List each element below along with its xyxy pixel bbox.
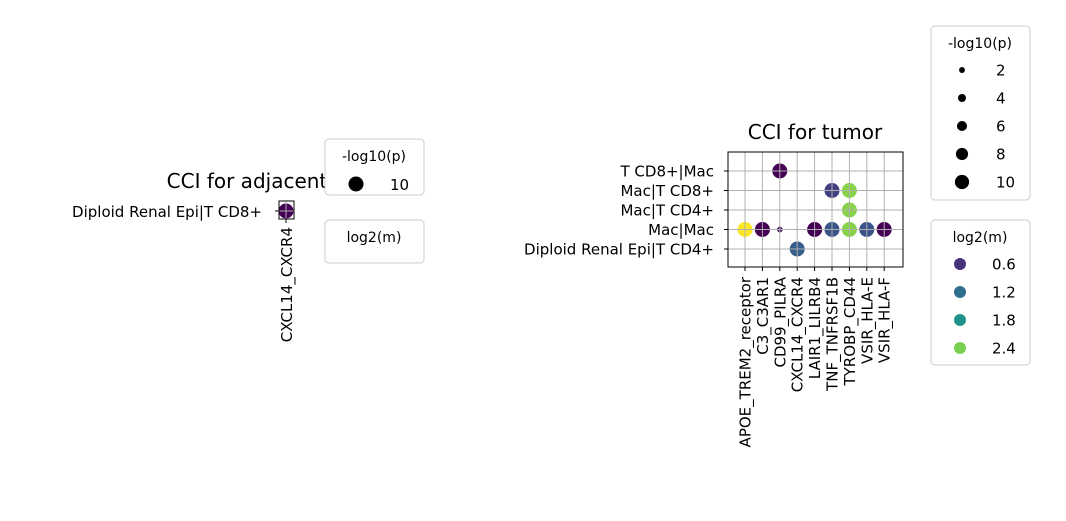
legend-title: log2(m): [953, 230, 1008, 246]
x-tick-label: CD99_PILRA: [771, 276, 790, 367]
legend-color-marker: [954, 286, 966, 298]
data-point: [807, 222, 823, 237]
legend-entry-label: 6: [996, 118, 1006, 136]
legend-entry-label: 1.8: [992, 312, 1016, 330]
legend-entry-label: 10: [996, 174, 1015, 192]
legend-frame: [930, 219, 1031, 366]
x-tick-label: CXCL14_CXCR4: [789, 277, 808, 392]
x-tick-label: VSIR_HLA-E: [858, 277, 877, 364]
legend-frame: [324, 219, 425, 264]
data-point: [841, 202, 857, 218]
points-layer: [278, 203, 294, 219]
legend-color-marker: [954, 314, 966, 326]
data-point: [859, 222, 875, 237]
grid: [728, 152, 903, 267]
color-legend: log2(m) 0.6 1.2 1.8 2.4: [930, 219, 1031, 366]
data-point: [841, 222, 857, 237]
legend-size-marker: [956, 120, 968, 132]
legend-entry-label: 2.4: [992, 340, 1016, 358]
data-point: [824, 183, 840, 198]
data-point: [824, 222, 840, 237]
legend-color-marker: [954, 342, 966, 354]
data-point: [772, 163, 788, 179]
data-point: [278, 203, 294, 219]
size-legend: -log10(p) 2 4 6 8 10: [930, 25, 1031, 201]
x-tick-label: CXCL14_CXCR4: [278, 227, 297, 342]
legend-color-marker: [954, 258, 966, 270]
data-point: [876, 222, 892, 237]
data-point: [789, 241, 805, 257]
legend-title: log2(m): [347, 230, 402, 246]
data-point: [754, 222, 770, 237]
legend-size-marker: [955, 147, 969, 161]
legend-title: -log10(p): [342, 149, 406, 165]
y-tick-label: Diploid Renal Epi|T CD4+: [524, 241, 714, 259]
data-point: [776, 226, 783, 233]
x-tick-label: VSIR_HLA-F: [876, 277, 895, 363]
y-tick-label: Mac|T CD4+: [620, 202, 714, 220]
legend-frame: [930, 25, 1031, 201]
chart-title: CCI for tumor: [748, 120, 883, 144]
legend-entries: 0.6 1.2 1.8 2.4: [954, 256, 1016, 358]
legend-entry-label: 4: [996, 90, 1006, 108]
legend-entry-label: 1.2: [992, 284, 1016, 302]
data-point: [737, 222, 753, 237]
legend-size-marker: [348, 176, 364, 192]
y-tick-label: T CD8+|Mac: [619, 163, 714, 181]
legend-entry-label: 8: [996, 146, 1006, 164]
x-tick-label: TNF_TNFRSF1B: [824, 277, 843, 392]
size-legend: -log10(p) 10: [324, 138, 425, 196]
panel-adjacent-normal: CCI for adjacent_normal Diploid Renal Ep…: [72, 138, 425, 342]
legend-frame: [324, 138, 425, 196]
legend-entry-label: 10: [390, 176, 409, 194]
legend-size-marker: [959, 67, 965, 73]
x-tick-label: APOE_TREM2_receptor: [737, 276, 756, 447]
legend-entries: 2 4 6 8 10: [954, 62, 1015, 192]
color-legend: log2(m): [324, 219, 425, 264]
legend-size-marker: [954, 174, 970, 190]
legend-size-marker: [958, 94, 966, 102]
legend-entry-label: 0.6: [992, 256, 1016, 274]
points-layer: [737, 163, 892, 257]
legend-entry-label: 2: [996, 62, 1006, 80]
y-tick-label: Diploid Renal Epi|T CD8+: [72, 203, 262, 221]
data-point: [841, 183, 857, 198]
x-tick-label: C3_C3AR1: [754, 277, 773, 355]
x-tick-label: TYROBP_CD44: [841, 277, 860, 387]
y-tick-label: Mac|Mac: [648, 221, 714, 239]
x-tick-label: LAIR1_LILRB4: [806, 277, 825, 379]
y-tick-label: Mac|T CD8+: [620, 182, 714, 200]
legend-title: -log10(p): [948, 36, 1012, 52]
